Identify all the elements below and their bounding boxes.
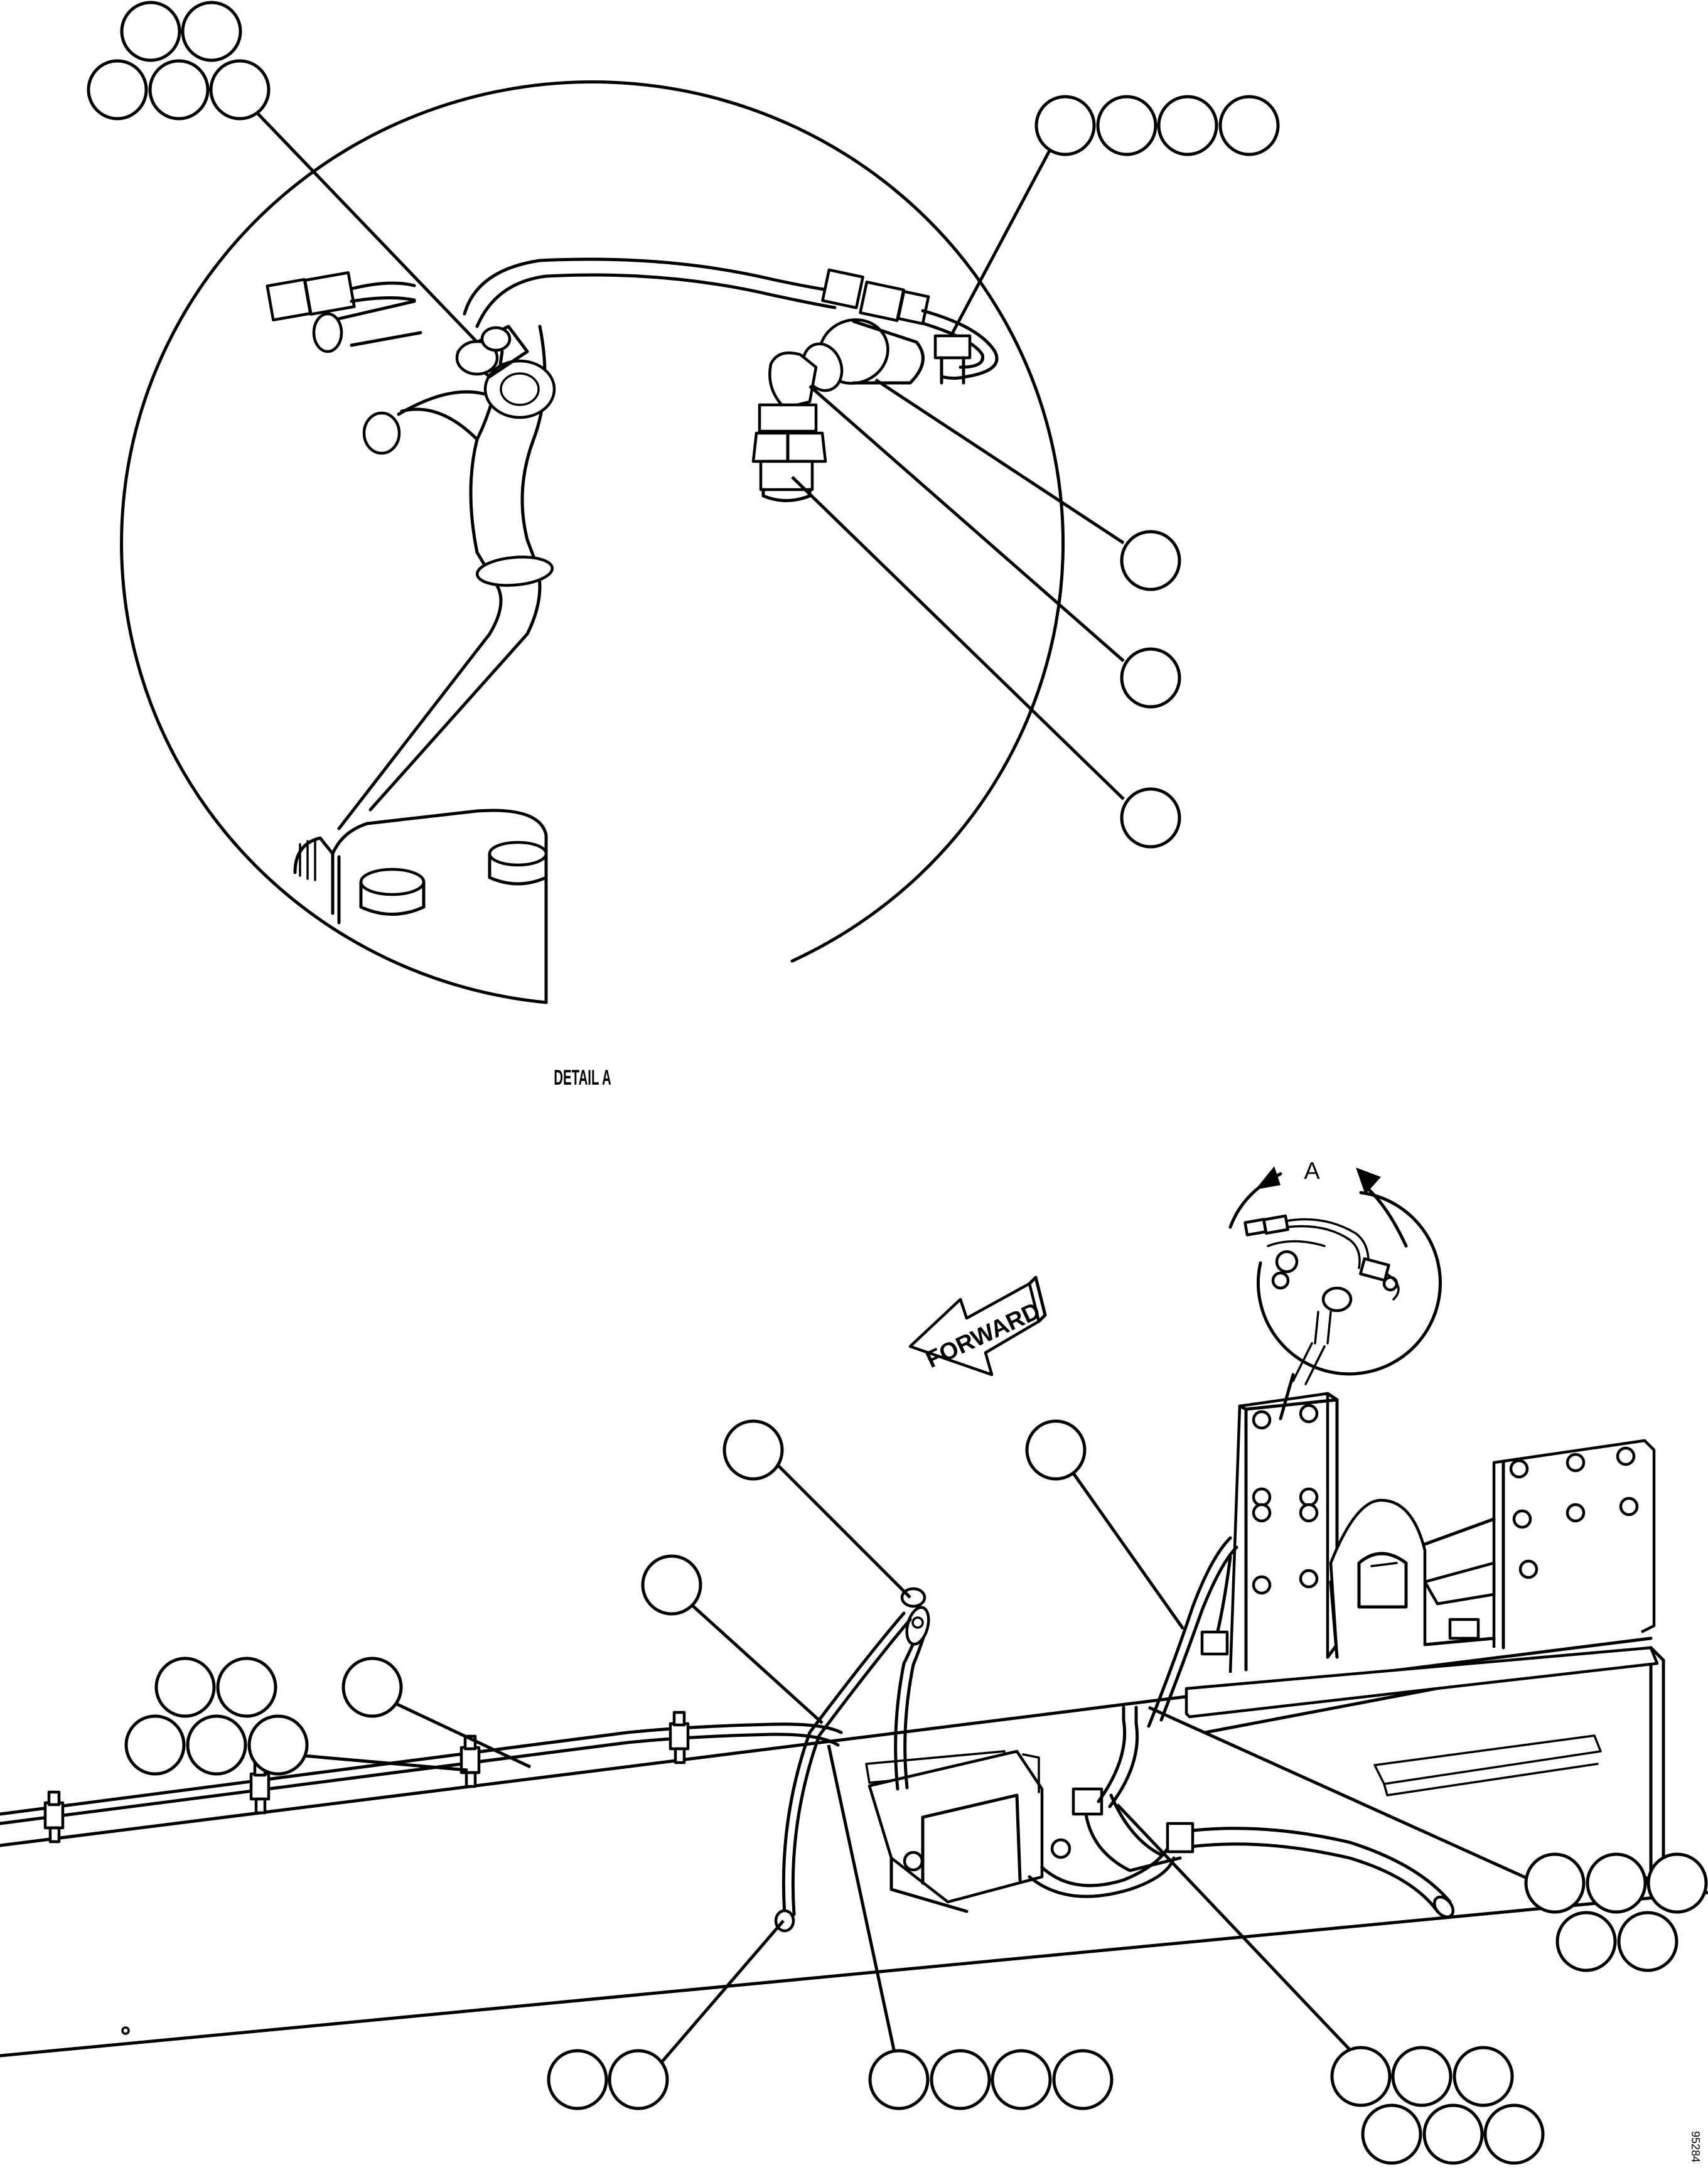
forward-arrow: FORWARD xyxy=(908,1275,1047,1377)
electrical-connector xyxy=(266,271,416,322)
main-callouts xyxy=(124,1419,1708,2165)
callout-main-single-top-left xyxy=(722,1419,911,1599)
detail-circle xyxy=(120,80,1065,1004)
callout-group-main-bottom-2 xyxy=(827,1744,1114,2110)
callout-detail-single-3 xyxy=(791,476,1181,849)
callout-group-main-left xyxy=(124,1657,468,1776)
wire-clip xyxy=(669,1710,690,1764)
hose-clamp xyxy=(455,325,556,419)
callout-main-single-left xyxy=(341,1657,532,1769)
detail-a-view: DETAIL A xyxy=(120,80,1065,1090)
detail-caption: DETAIL A xyxy=(554,1066,611,1090)
detail-callouts xyxy=(87,1,1280,849)
hydraulic-hose xyxy=(312,299,554,830)
view-marker: A xyxy=(1304,1158,1320,1184)
drawing-number: 95284 xyxy=(1689,2131,1702,2162)
hose-to-detail xyxy=(1147,1373,1295,1728)
callout-main-single-top-right xyxy=(1025,1419,1185,1630)
callout-detail-single-1 xyxy=(874,378,1181,591)
wire-harness xyxy=(463,257,999,380)
callout-group-main-bottom-3 xyxy=(1116,1803,1545,2165)
wire-clip xyxy=(459,1734,481,1788)
detail-a-callout-circle: A xyxy=(1228,1158,1442,1385)
wire-clip xyxy=(43,1790,65,1844)
frame-wire xyxy=(0,1710,843,1844)
hitch-assembly xyxy=(1184,1392,1659,1719)
junction-box xyxy=(867,1749,1072,1913)
elbow-fitting xyxy=(751,351,827,502)
callout-main-single-mid xyxy=(641,1554,824,1724)
mounting-bracket xyxy=(293,808,548,1004)
callout-group-main-bottom-1 xyxy=(547,1920,785,2110)
callout-group-main-right xyxy=(1147,1705,1708,1972)
main-view: A FORWARD xyxy=(0,1158,1708,2058)
hydraulic-lines xyxy=(1028,1705,1455,1919)
callout-group-detail-top-right xyxy=(949,95,1280,337)
callout-group-detail-top-left xyxy=(87,1,478,343)
callout-detail-single-2 xyxy=(808,385,1181,709)
